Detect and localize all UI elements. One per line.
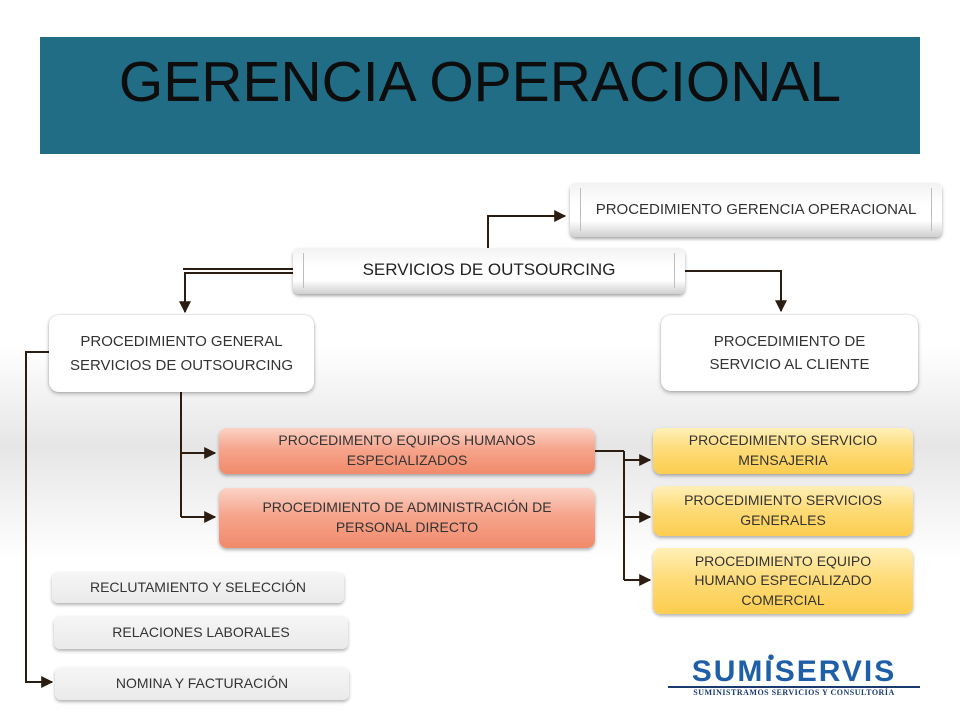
node-equipos-humanos: PROCEDIMENTO EQUIPOS HUMANOS ESPECIALIZA… [219,428,595,474]
page-title: GERENCIA OPERACIONAL [118,50,842,114]
node-personal-directo: PROCEDIMIENTO DE ADMINISTRACIÓN DE PERSO… [219,488,595,548]
node-nomina: NOMINA Y FACTURACIÓN [55,667,349,700]
connector-to-gerencia [487,210,567,250]
node-gerencia-operacional: PROCEDIMIENTO GERENCIA OPERACIONAL [570,183,942,237]
node-servicios-generales: PROCEDIMIENTO SERVICIOS GENERALES [653,486,913,536]
logo-name: SUMISERVIS [691,655,897,688]
node-mensajeria: PROCEDIMIENTO SERVICIO MENSAJERIA [653,428,913,474]
node-servicio-cliente: PROCEDIMIENTO DE SERVICIO AL CLIENTE [661,315,918,391]
title-bar: GERENCIA OPERACIONAL [40,37,920,154]
node-reclutamiento: RECLUTAMIENTO Y SELECCIÓN [52,572,344,603]
logo-figure-icon [768,654,774,660]
node-servicios-outsourcing: SERVICIOS DE OUTSOURCING [293,248,685,294]
node-general-outsourcing: PROCEDIMIENTO GENERAL SERVICIOS DE OUTSO… [49,315,314,392]
connector-to-cliente [685,270,787,313]
connector-to-general-b [179,272,293,314]
logo-tagline: SUMINISTRAMOS SERVICIOS Y CONSULTORÍA [668,686,920,697]
sumiservis-logo: SUMISERVIS SUMINISTRAMOS SERVICIOS Y CON… [668,654,920,697]
node-relaciones: RELACIONES LABORALES [54,616,348,649]
node-gerencia-operacional-label: PROCEDIMIENTO GERENCIA OPERACIONAL [580,188,932,231]
connector-left-bracket [25,351,54,688]
node-equipo-comercial: PROCEDIMIENTO EQUIPO HUMANO ESPECIALIZAD… [653,548,913,614]
node-servicios-outsourcing-label: SERVICIOS DE OUTSOURCING [303,253,675,288]
